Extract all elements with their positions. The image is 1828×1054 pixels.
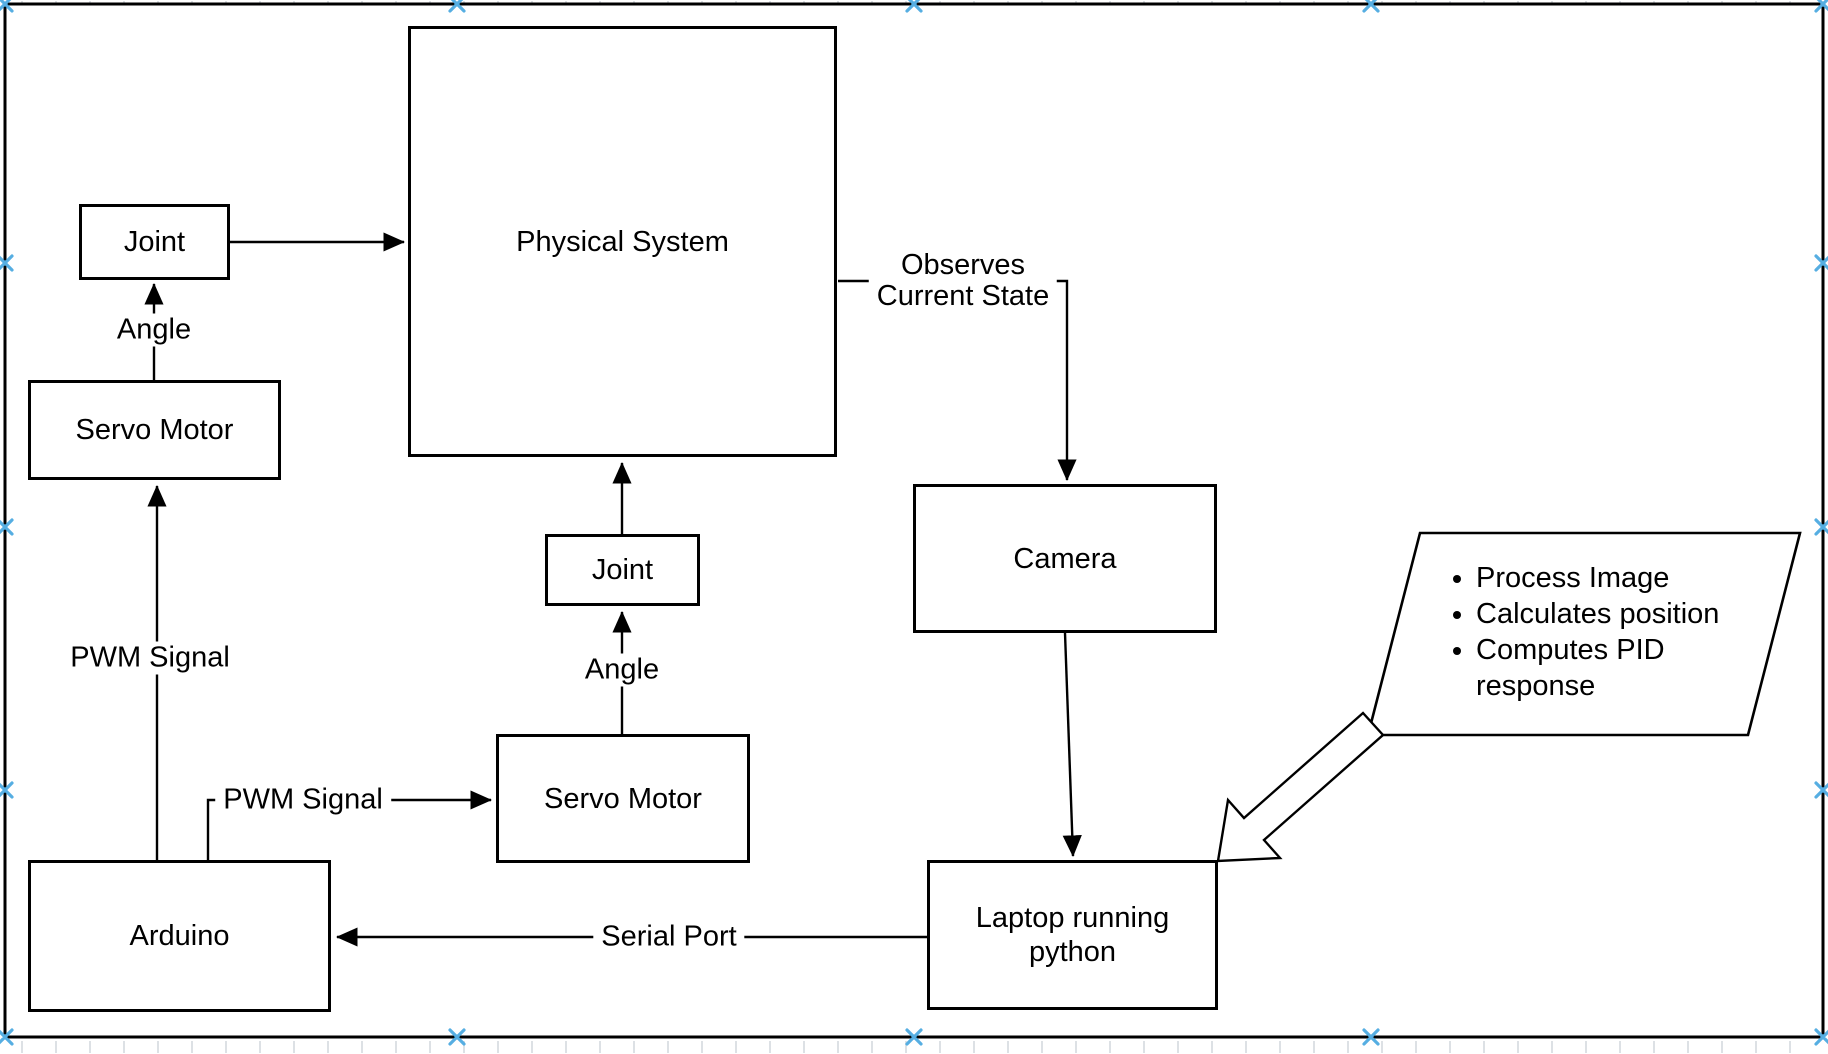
process-note[interactable]: Process Image Calculates position Comput…	[1448, 560, 1764, 704]
block-arrow[interactable]	[1216, 711, 1385, 863]
edge-label-observes-current-state[interactable]: Observes Current State	[868, 249, 1058, 313]
node-joint-top[interactable]: Joint	[79, 204, 230, 280]
node-servo-motor-middle[interactable]: Servo Motor	[496, 734, 750, 863]
edge-label-angle-left[interactable]: Angle	[108, 313, 200, 347]
edge-arduino-to-servo-middle[interactable]	[206, 790, 492, 860]
ruler-ticks	[21, 1, 1791, 1053]
note-item: Calculates position	[1476, 596, 1764, 632]
edge-label-angle-middle[interactable]: Angle	[576, 653, 668, 687]
edge-label-pwm-middle[interactable]: PWM Signal	[215, 783, 391, 817]
node-laptop[interactable]: Laptop running python	[927, 860, 1218, 1010]
note-item: Computes PID response	[1476, 632, 1764, 704]
edge-label-pwm-left[interactable]: PWM Signal	[62, 641, 238, 675]
node-arduino[interactable]: Arduino	[28, 860, 331, 1012]
node-camera[interactable]: Camera	[913, 484, 1217, 633]
node-servo-motor-left[interactable]: Servo Motor	[28, 380, 281, 480]
note-item: Process Image	[1476, 560, 1764, 596]
edge-label-serial-port[interactable]: Serial Port	[593, 920, 745, 954]
edge-camera-to-laptop[interactable]	[1062, 632, 1082, 857]
node-physical-system[interactable]: Physical System	[408, 26, 837, 457]
node-joint-middle[interactable]: Joint	[545, 534, 700, 606]
process-note-shape[interactable]	[1366, 531, 1802, 737]
